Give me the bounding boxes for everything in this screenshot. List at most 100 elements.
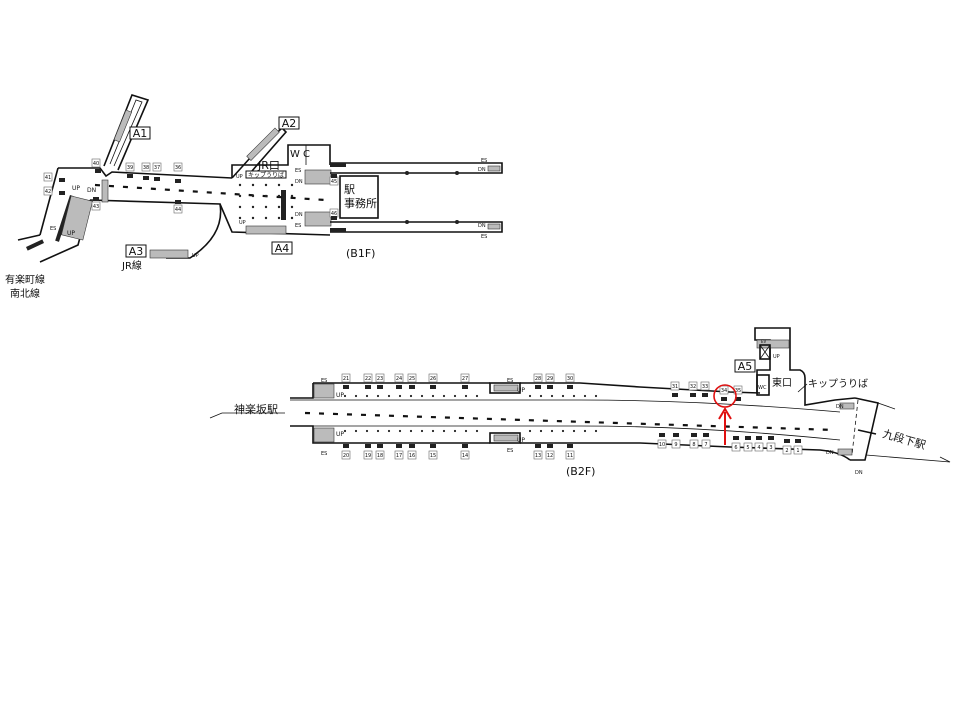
car-marker bbox=[331, 216, 337, 220]
platform-bottom-wall bbox=[290, 425, 851, 461]
es-label: ES bbox=[481, 158, 487, 164]
car-marker bbox=[154, 177, 160, 181]
car-number-label: 38 bbox=[143, 165, 149, 171]
b1f-floor-label: (B1F) bbox=[346, 247, 375, 260]
car-position-number: 12 bbox=[545, 444, 555, 460]
car-position-number: 11 bbox=[565, 444, 575, 460]
car-number-label: 33 bbox=[702, 384, 708, 390]
car-position-number: 18 bbox=[375, 444, 385, 460]
car-number-label: 19 bbox=[365, 453, 371, 459]
car-marker bbox=[331, 174, 337, 178]
ticket-label-b1f: キップうりば bbox=[248, 171, 284, 179]
car-marker bbox=[396, 385, 402, 389]
exit-a5-label[interactable]: A5 bbox=[738, 360, 753, 373]
car-marker bbox=[365, 385, 371, 389]
car-number-label: 41 bbox=[45, 175, 51, 181]
car-number-label: 2 bbox=[785, 448, 788, 454]
ev-label: EV bbox=[761, 339, 767, 344]
car-position-number: 23 bbox=[375, 373, 385, 389]
dn-label: DN bbox=[826, 450, 834, 456]
exit-a4-label[interactable]: A4 bbox=[275, 242, 290, 255]
car-number-label: 21 bbox=[343, 376, 349, 382]
car-number-label: 8 bbox=[692, 442, 695, 448]
es-label: ES bbox=[507, 378, 513, 384]
car-marker bbox=[567, 444, 573, 448]
es-label: ES bbox=[295, 223, 301, 229]
car-number-label: 9 bbox=[674, 442, 677, 448]
car-marker bbox=[721, 397, 727, 401]
car-number-label: 26 bbox=[430, 376, 436, 382]
es-label: ES bbox=[295, 168, 301, 174]
es-label: ES bbox=[321, 451, 327, 457]
concourse-bottom-wall bbox=[89, 199, 222, 259]
car-marker bbox=[745, 436, 751, 440]
car-marker bbox=[690, 393, 696, 397]
exit-a3-label[interactable]: A3 bbox=[129, 245, 144, 258]
dn-label: DN bbox=[295, 179, 303, 185]
dn-label: DN bbox=[478, 167, 486, 173]
car-number-label: 23 bbox=[377, 376, 383, 382]
car-number-label: 45 bbox=[331, 179, 337, 185]
car-position-number: 44 bbox=[173, 200, 183, 214]
car-marker bbox=[430, 385, 436, 389]
car-position-number: 21 bbox=[341, 373, 351, 389]
car-position-number: 24 bbox=[394, 373, 404, 389]
exit-a1-label[interactable]: A1 bbox=[133, 127, 148, 140]
b1f-escalator-bottom bbox=[304, 211, 332, 227]
b2f-floor-label: (B2F) bbox=[566, 465, 595, 478]
car-position-number: 32 bbox=[688, 381, 698, 397]
car-number-label: 24 bbox=[396, 376, 402, 382]
platform-top-edge bbox=[290, 399, 841, 413]
exit-a2-badge[interactable] bbox=[278, 116, 300, 130]
exit-a1-badge[interactable] bbox=[129, 126, 151, 140]
walkway-route bbox=[94, 183, 326, 202]
car-marker bbox=[703, 433, 709, 437]
car-number-label: 16 bbox=[409, 453, 415, 459]
transfer-line-1: 有楽町線 bbox=[5, 273, 45, 286]
car-position-number: 42 bbox=[43, 186, 65, 196]
car-marker bbox=[768, 436, 774, 440]
car-number-label: 35 bbox=[735, 388, 741, 394]
car-position-number: 8 bbox=[689, 433, 699, 449]
car-marker bbox=[756, 436, 762, 440]
car-number-label: 31 bbox=[672, 384, 678, 390]
car-position-number: 43 bbox=[91, 197, 101, 211]
car-number-label: 20 bbox=[343, 453, 349, 459]
car-position-number: 41 bbox=[43, 172, 65, 182]
car-number-label: 43 bbox=[93, 204, 99, 210]
car-number-label: 42 bbox=[45, 189, 51, 195]
car-marker bbox=[735, 397, 741, 401]
car-position-number: 4 bbox=[754, 436, 764, 452]
a5-stairs bbox=[756, 339, 790, 349]
car-number-label: 11 bbox=[567, 453, 573, 459]
car-position-number: 10 bbox=[657, 433, 667, 449]
car-position-number: 6 bbox=[731, 436, 741, 452]
car-position-number: 33 bbox=[700, 381, 710, 397]
car-position-number: 25 bbox=[407, 373, 417, 389]
car-marker bbox=[93, 197, 99, 201]
car-position-number: 36 bbox=[173, 162, 183, 183]
car-position-number: 13 bbox=[533, 444, 543, 460]
car-number-label: 4 bbox=[757, 445, 760, 451]
exit-a5-badge[interactable] bbox=[734, 359, 756, 373]
car-number-label: 36 bbox=[175, 165, 181, 171]
car-marker bbox=[535, 385, 541, 389]
transfer-stairs bbox=[61, 195, 93, 241]
car-marker bbox=[462, 444, 468, 448]
exit-a4-badge[interactable] bbox=[271, 241, 293, 255]
exit-a2-label[interactable]: A2 bbox=[282, 117, 297, 130]
car-marker bbox=[143, 176, 149, 180]
car-marker bbox=[535, 444, 541, 448]
car-position-number: 16 bbox=[407, 444, 417, 460]
car-number-label: 1 bbox=[796, 448, 799, 454]
up-label: UP bbox=[336, 431, 344, 438]
car-marker bbox=[733, 436, 739, 440]
car-number-label: 12 bbox=[547, 453, 553, 459]
car-number-label: 7 bbox=[704, 442, 707, 448]
car-number-label: 44 bbox=[175, 207, 181, 213]
ticket-label-b2f: キップうりば bbox=[808, 378, 868, 390]
exit-a3-badge[interactable] bbox=[125, 244, 147, 258]
car-marker bbox=[175, 200, 181, 204]
east-gate-walls bbox=[754, 327, 856, 406]
car-position-number: 14 bbox=[460, 444, 470, 460]
